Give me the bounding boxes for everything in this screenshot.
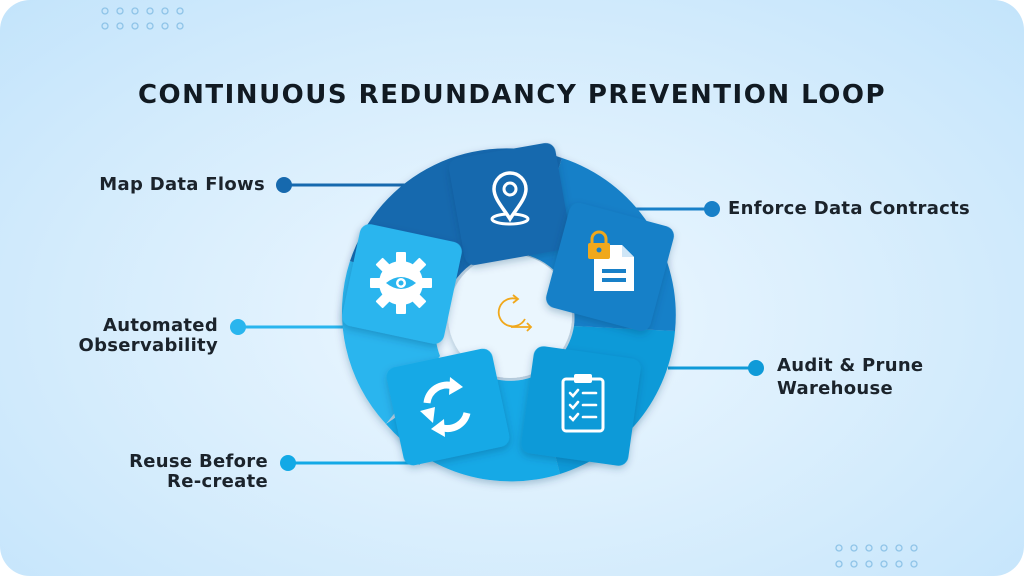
marker-map-data-flows	[276, 177, 292, 193]
locked-document-icon	[588, 230, 634, 291]
decorative-dots-bottom	[835, 544, 918, 568]
card-reuse	[386, 348, 510, 466]
loop-arrow-icon	[497, 294, 533, 332]
label-audit-prune-warehouse: Audit & Prune Warehouse	[777, 355, 924, 399]
marker-observability	[230, 319, 246, 335]
label-map-data-flows: Map Data Flows	[99, 174, 265, 195]
diagram-title: CONTINUOUS REDUNDANCY PREVENTION LOOP	[137, 80, 887, 110]
marker-reuse	[280, 455, 296, 471]
label-enforce-data-contracts: Enforce Data Contracts	[728, 198, 971, 219]
label-reuse-before-recreate: Reuse Before Re-create	[129, 451, 268, 492]
marker-audit-prune	[748, 360, 764, 376]
clipboard-checklist-icon	[561, 374, 605, 433]
marker-enforce-data-contracts	[704, 201, 720, 217]
gear-eye-icon	[370, 252, 432, 314]
location-pin-icon	[490, 171, 530, 226]
label-automated-observability: Automated Observability	[78, 315, 218, 356]
card-audit-prune	[521, 346, 641, 466]
recycle-arrows-icon	[420, 377, 471, 437]
decorative-dots-top	[101, 7, 184, 30]
